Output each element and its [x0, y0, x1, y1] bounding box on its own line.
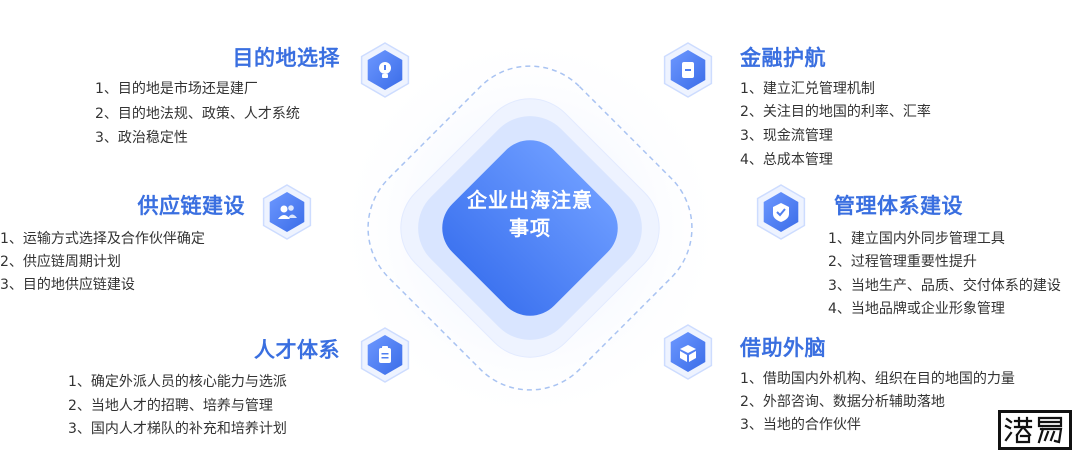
hexagon-finance [663, 42, 713, 98]
supply-item-2: 2、供应链周期计划 [0, 254, 121, 270]
lightbulb-icon [379, 62, 391, 78]
management-title: 管理体系建设 [834, 194, 963, 218]
talent-item-2: 2、当地人才的招聘、培养与管理 [68, 398, 273, 414]
external-title: 借助外脑 [740, 336, 826, 360]
talent-item-1: 1、确定外派人员的核心能力与选派 [68, 374, 287, 390]
supply-item-3: 3、目的地供应链建设 [0, 277, 135, 293]
destination-item-1: 1、目的地是市场还是建厂 [95, 81, 258, 97]
external-item-1: 1、借助国内外机构、组织在目的地国的力量 [740, 371, 1015, 387]
center-title-line2: 事项 [509, 216, 551, 240]
wallet-icon [682, 62, 694, 78]
center-title: 企业出海注意 事项 [440, 186, 620, 242]
watermark-logo [998, 410, 1072, 450]
users-icon [278, 205, 297, 219]
destination-item-2: 2、目的地法规、政策、人才系统 [95, 106, 300, 122]
management-item-3: 3、当地生产、品质、交付体系的建设 [828, 278, 1061, 294]
shield-check-icon [773, 203, 789, 222]
hexagon-supply [262, 184, 312, 240]
management-item-1: 1、建立国内外同步管理工具 [828, 231, 1005, 247]
finance-item-1: 1、建立汇兑管理机制 [740, 81, 875, 97]
management-item-2: 2、过程管理重要性提升 [828, 254, 977, 270]
clipboard-icon [379, 346, 391, 363]
center-title-line1: 企业出海注意 [467, 188, 593, 212]
finance-title: 金融护航 [740, 46, 826, 70]
destination-item-3: 3、政治稳定性 [95, 130, 188, 146]
finance-item-4: 4、总成本管理 [740, 152, 833, 168]
hexagon-talent [360, 327, 410, 383]
hexagon-external [663, 324, 713, 380]
center-diamond [442, 140, 618, 316]
dashed-outer-diamond [367, 65, 693, 391]
hexagon-management [756, 184, 806, 240]
supply-item-1: 1、运输方式选择及合作伙伴确定 [0, 231, 205, 247]
supply-title: 供应链建设 [137, 194, 245, 218]
external-item-2: 2、外部咨询、数据分析辅助落地 [740, 394, 945, 410]
talent-item-3: 3、国内人才梯队的补充和培养计划 [68, 421, 287, 437]
external-item-3: 3、当地的合作伙伴 [740, 417, 861, 433]
management-item-4: 4、当地品牌或企业形象管理 [828, 301, 1005, 317]
hexagon-destination [360, 42, 410, 98]
seal-glyph-icon [1004, 416, 1063, 444]
talent-title: 人才体系 [254, 338, 340, 362]
box-icon [680, 345, 696, 362]
destination-title: 目的地选择 [232, 46, 340, 70]
finance-item-2: 2、关注目的地国的利率、汇率 [740, 104, 931, 120]
finance-item-3: 3、现金流管理 [740, 128, 833, 144]
